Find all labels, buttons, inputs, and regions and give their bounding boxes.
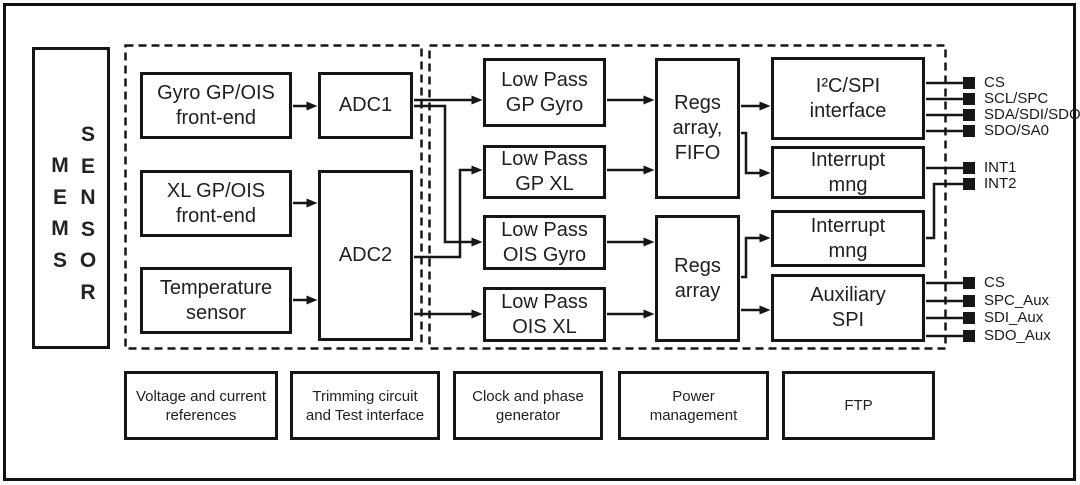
temperature-sensor-block: Temperature sensor — [140, 267, 292, 334]
block-label: Low Pass — [501, 148, 588, 170]
block-label: Regs — [674, 254, 721, 277]
lowpass-ois-xl-block: Low Pass OIS XL — [483, 287, 606, 342]
pin-label-int1: INT1 — [984, 159, 1017, 176]
interrupt-mng-2-block: Interrupt mng — [771, 210, 925, 267]
block-label: Power — [672, 387, 715, 405]
block-label: OIS XL — [512, 315, 577, 338]
pin-label-spc-aux: SPC_Aux — [984, 292, 1050, 309]
pin-label-cs-aux: CS — [984, 274, 1005, 291]
regs-array-block: Regs array — [655, 215, 740, 342]
block-label: Temperature — [159, 276, 273, 299]
pin-label-cs: CS — [984, 74, 1005, 91]
block-label: GP XL — [515, 173, 574, 195]
gyro-frontend-block: Gyro GP/OIS front-end — [140, 72, 292, 139]
pin-label-sdo-aux: SDO_Aux — [984, 327, 1051, 344]
lowpass-gp-xl-block: Low Pass GP XL — [483, 145, 606, 199]
block-label: Gyro GP/OIS — [157, 81, 275, 104]
block-label: Low Pass — [501, 290, 588, 313]
mems-vertical-word: MEMS — [51, 154, 69, 272]
adc1-block: ADC1 — [318, 72, 413, 139]
adc2-block: ADC2 — [318, 170, 413, 341]
block-label: array, — [672, 117, 723, 139]
block-label: SPI — [831, 309, 865, 331]
block-label: FIFO — [674, 142, 721, 164]
pin-label-sda-sdi-sdo: SDA/SDI/SDO — [984, 106, 1080, 123]
pin-label-sdi-aux: SDI_Aux — [984, 309, 1044, 326]
block-label: Voltage and current — [135, 387, 267, 405]
block-label: and Test interface — [305, 406, 425, 424]
block-label: GP Gyro — [505, 93, 584, 116]
pin-label-int2: INT2 — [984, 175, 1017, 192]
power-management-block: Power management — [618, 371, 769, 440]
regs-array-fifo-block: Regs array, FIFO — [655, 58, 740, 199]
voltage-current-references-block: Voltage and current references — [124, 371, 278, 440]
lowpass-gp-gyro-block: Low Pass GP Gyro — [483, 58, 606, 127]
block-label: Low Pass — [501, 218, 588, 241]
block-label: Interrupt — [810, 148, 886, 171]
block-label: Interrupt — [810, 214, 886, 237]
block-label: ADC2 — [338, 244, 393, 266]
pin-label-scl-spc: SCL/SPC — [984, 90, 1049, 107]
block-label: front-end — [175, 204, 257, 227]
ftp-block: FTP — [782, 371, 935, 440]
i2c-spi-interface-block: I²C/SPI interface — [771, 57, 925, 140]
trimming-test-interface-block: Trimming circuit and Test interface — [290, 371, 440, 440]
block-label: Trimming circuit — [312, 387, 418, 405]
block-label: Clock and phase — [472, 387, 584, 405]
auxiliary-spi-block: Auxiliary SPI — [771, 274, 925, 342]
block-label: Auxiliary — [810, 284, 886, 306]
clock-phase-generator-block: Clock and phase generator — [453, 371, 603, 440]
block-label: generator — [495, 406, 561, 424]
block-label: ADC1 — [338, 94, 393, 116]
block-label: Regs — [674, 92, 721, 114]
block-label: I²C/SPI — [815, 74, 881, 97]
block-label: mng — [828, 173, 868, 196]
block-label: front-end — [175, 106, 257, 129]
lowpass-ois-gyro-block: Low Pass OIS Gyro — [483, 215, 606, 270]
block-label: XL GP/OIS — [166, 179, 266, 202]
block-label: OIS Gyro — [502, 243, 587, 266]
outer-frame — [3, 3, 1076, 481]
block-label: array — [674, 279, 721, 302]
pin-label-sdo-sa0: SDO/SA0 — [984, 122, 1050, 139]
block-label: management — [649, 406, 738, 424]
sensor-vertical-word: SENSOR — [79, 123, 97, 304]
block-label: interface — [809, 99, 887, 122]
block-label: FTP — [844, 397, 873, 414]
block-label: references — [165, 406, 237, 424]
block-label: mng — [828, 239, 868, 262]
interrupt-mng-1-block: Interrupt mng — [771, 146, 925, 199]
block-label: sensor — [185, 301, 247, 324]
block-label: Low Pass — [501, 68, 588, 91]
xl-frontend-block: XL GP/OIS front-end — [140, 170, 292, 237]
mems-sensor-block: MEMS SENSOR — [32, 47, 110, 349]
